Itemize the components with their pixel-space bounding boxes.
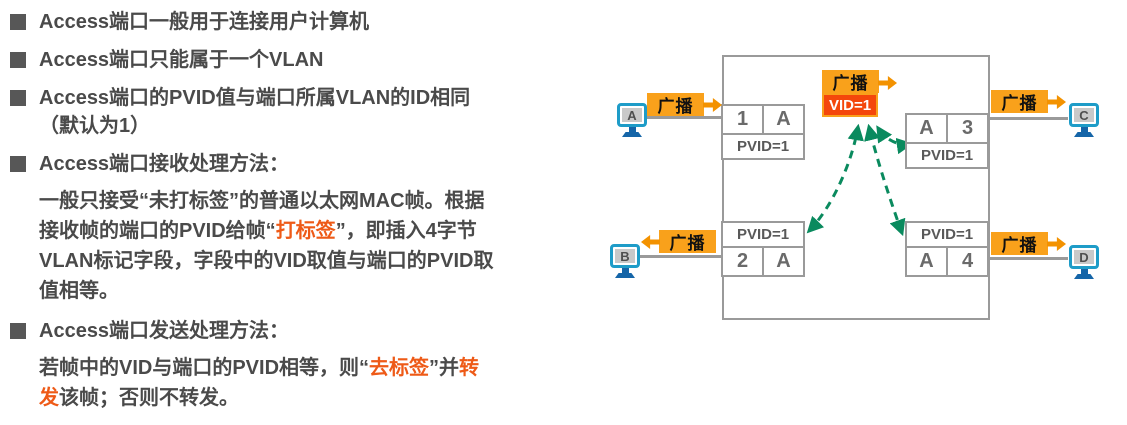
broadcast-label-b: 广播 (659, 230, 716, 253)
monitor-stand (628, 127, 636, 132)
bullet-square-icon (10, 156, 26, 172)
port-3-pvid: PVID=1 (907, 142, 987, 167)
bullet-text: Access端口的PVID值与端口所属VLAN的ID相同（默认为1） (39, 87, 471, 137)
port-1-number: 1 (736, 108, 749, 130)
monitor-base (622, 132, 642, 137)
port-1-pvid: PVID=1 (723, 133, 803, 158)
bullet-text: Access端口一般用于连接用户计算机 (39, 11, 370, 33)
port-3-number: 3 (946, 115, 987, 142)
monitor-icon: D (1069, 245, 1099, 269)
host-b-label: B (615, 249, 635, 264)
bullet-square-icon (10, 90, 26, 106)
bullet-list: Access端口一般用于连接用户计算机 Access端口只能属于一个VLAN Acc… (10, 8, 496, 424)
port-4-number: 4 (946, 248, 987, 275)
port-2-vlan: A (762, 248, 803, 275)
flow-arrow-port2 (806, 123, 864, 234)
host-d: D (1066, 245, 1102, 279)
bullet-square-icon (10, 52, 26, 68)
host-a: A (614, 103, 650, 137)
vid-tag: VID=1 (822, 93, 878, 117)
bullet-text: Access端口接收处理方法： (39, 153, 290, 175)
bullet-text: Access端口只能属于一个VLAN (39, 49, 324, 71)
port-2-pvid: PVID=1 (723, 223, 803, 248)
bullet-square-icon (10, 14, 26, 30)
monitor-icon: C (1069, 103, 1099, 127)
port-1: 1 A PVID=1 (721, 104, 805, 160)
broadcast-frame-label: 广播 (822, 70, 879, 93)
host-c-label: C (1074, 108, 1094, 123)
port-4: PVID=1 A 4 (905, 221, 989, 277)
monitor-stand (1080, 269, 1088, 274)
broadcast-label-a-text: 广播 (647, 93, 704, 116)
monitor-base (1074, 132, 1094, 137)
bullet-square-icon (10, 323, 26, 339)
port-2: PVID=1 2 A (721, 221, 805, 277)
broadcast-label-c-text: 广播 (991, 90, 1048, 113)
host-a-label: A (622, 108, 642, 123)
link-switch-d (986, 257, 1068, 260)
bullet-item: Access端口一般用于连接用户计算机 (10, 8, 496, 36)
bullet-item: Access端口发送处理方法： (10, 317, 496, 345)
host-c: C (1066, 103, 1102, 137)
broadcast-label-a: 广播 (647, 93, 722, 116)
monitor-icon: B (610, 244, 640, 268)
link-a-switch (644, 116, 724, 119)
host-d-label: D (1074, 250, 1094, 265)
port-2-number: 2 (736, 250, 749, 272)
port-3-vlan: A (919, 117, 934, 139)
tagged-broadcast-frame: 广播 VID=1 (822, 70, 897, 117)
broadcast-label-d: 广播 (991, 232, 1066, 255)
monitor-stand (1080, 127, 1088, 132)
monitor-stand (621, 268, 629, 273)
bullet-subtext: 若帧中的VID与端口的PVID相等，则“去标签”并转发该帧；否则不转发。 (10, 353, 496, 413)
monitor-icon: A (617, 103, 647, 127)
link-b-switch (637, 255, 724, 258)
broadcast-label-c: 广播 (991, 90, 1066, 113)
bullet-item: Access端口接收处理方法： (10, 150, 496, 178)
host-b: B (607, 244, 643, 278)
flow-arrow-port4 (864, 123, 906, 237)
bullet-item: Access端口只能属于一个VLAN (10, 46, 496, 74)
link-switch-c (986, 117, 1068, 120)
bullet-text: Access端口发送处理方法： (39, 320, 290, 342)
port-4-vlan: A (919, 250, 934, 272)
port-4-pvid: PVID=1 (907, 223, 987, 248)
bullet-item: Access端口的PVID值与端口所属VLAN的ID相同（默认为1） (10, 84, 496, 140)
monitor-base (615, 273, 635, 278)
monitor-base (1074, 274, 1094, 279)
port-1-vlan: A (762, 106, 803, 133)
bullet-subtext: 一般只接受“未打标签”的普通以太网MAC帧。根据接收帧的端口的PVID给帧“打标… (10, 186, 496, 306)
port-3: A 3 PVID=1 (905, 113, 989, 169)
broadcast-label-b-text: 广播 (659, 230, 716, 253)
bullet-text: 若帧中的VID与端口的PVID相等，则“去标签”并转发该帧；否则不转发。 (39, 357, 480, 409)
bullet-text: 一般只接受“未打标签”的普通以太网MAC帧。根据接收帧的端口的PVID给帧“打标… (39, 190, 494, 302)
broadcast-label-d-text: 广播 (991, 232, 1048, 255)
